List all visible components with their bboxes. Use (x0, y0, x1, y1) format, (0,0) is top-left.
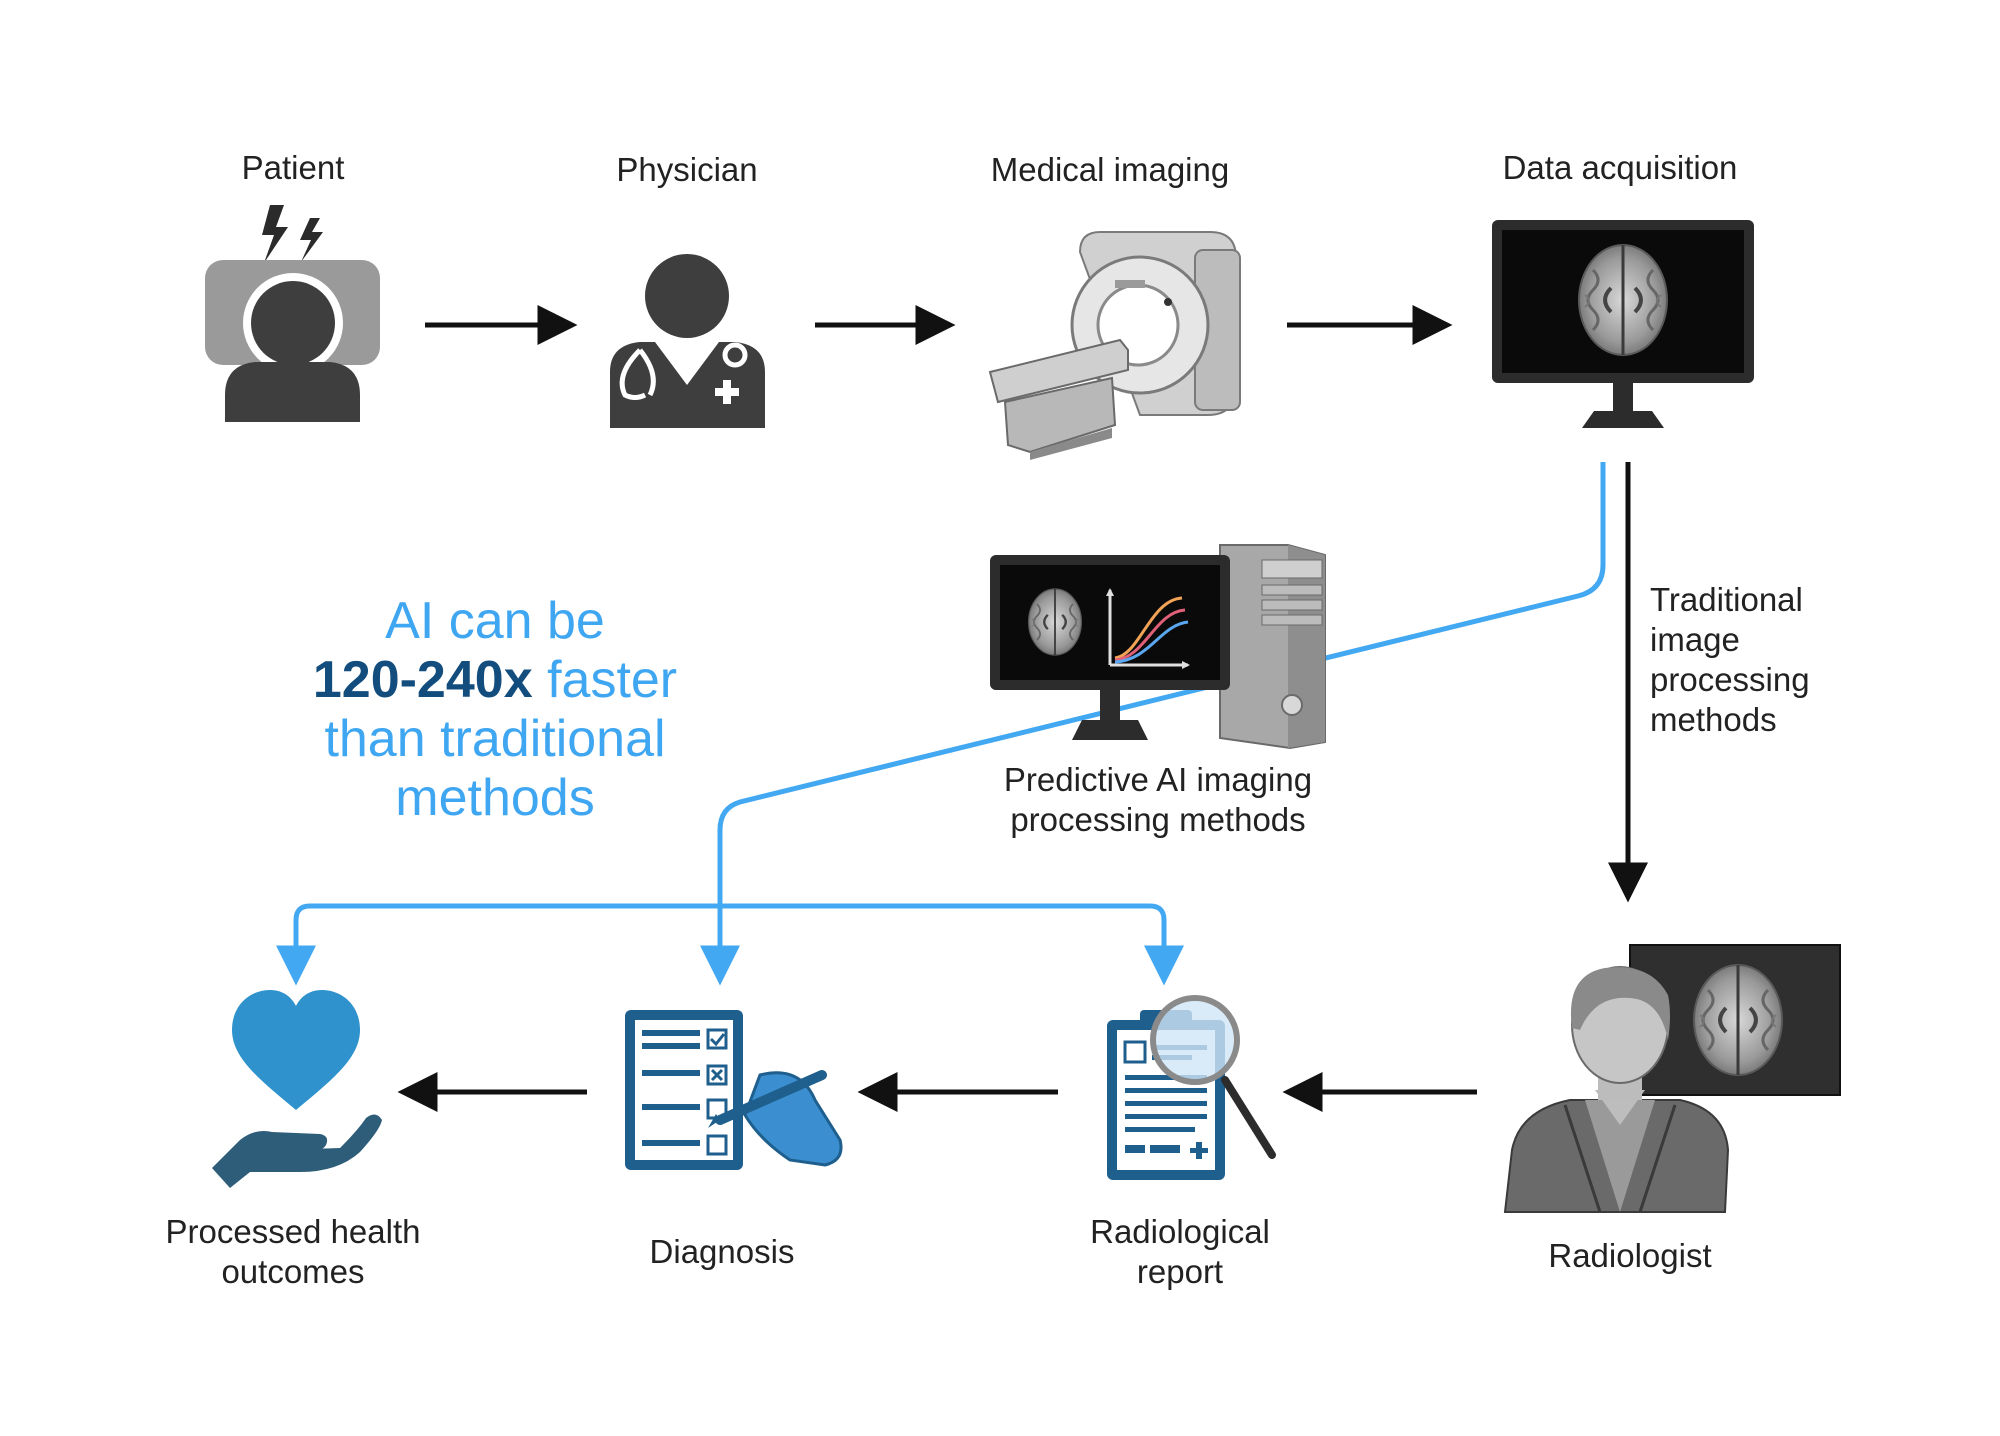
label-data-acquisition: Data acquisition (1502, 149, 1738, 186)
physician-icon (610, 254, 765, 428)
label-predictive-ai: Predictive AI imaging processing methods (1003, 761, 1313, 838)
patient-icon (205, 205, 380, 422)
callout-line-4: methods (395, 769, 595, 827)
label-patient: Patient (241, 149, 345, 186)
ai-path-branch-right (720, 903, 1184, 986)
callout-line-1: AI can be (385, 592, 605, 650)
heart-in-hand-icon (212, 990, 382, 1188)
callout-speed-figure: 120-240x (312, 651, 533, 709)
radiologist-icon (1503, 944, 1841, 1213)
callout-line-2: 120-240x faster (312, 651, 678, 709)
ai-path-main (700, 462, 1606, 986)
ai-workstation-icon (990, 544, 1326, 750)
diagnosis-icon (625, 1010, 843, 1170)
label-radiologist: Radiologist (1548, 1237, 1712, 1274)
label-diagnosis: Diagnosis (649, 1233, 795, 1270)
label-radiological-report: Radiological report (1090, 1213, 1270, 1290)
data-acquisition-monitor-icon (1492, 220, 1754, 428)
radiological-report-icon (1107, 995, 1276, 1180)
label-processed-outcomes: Processed health outcomes (165, 1213, 421, 1290)
ai-path-branch-left (276, 903, 720, 986)
ai-speed-callout: AI can be 120-240x faster than tradition… (270, 592, 720, 828)
label-physician: Physician (616, 151, 758, 188)
label-medical-imaging: Medical imaging (990, 151, 1230, 188)
callout-line-3: than traditional (324, 710, 666, 768)
label-traditional-methods: Traditional image processing methods (1650, 581, 1810, 738)
mri-scanner-icon (988, 231, 1241, 460)
